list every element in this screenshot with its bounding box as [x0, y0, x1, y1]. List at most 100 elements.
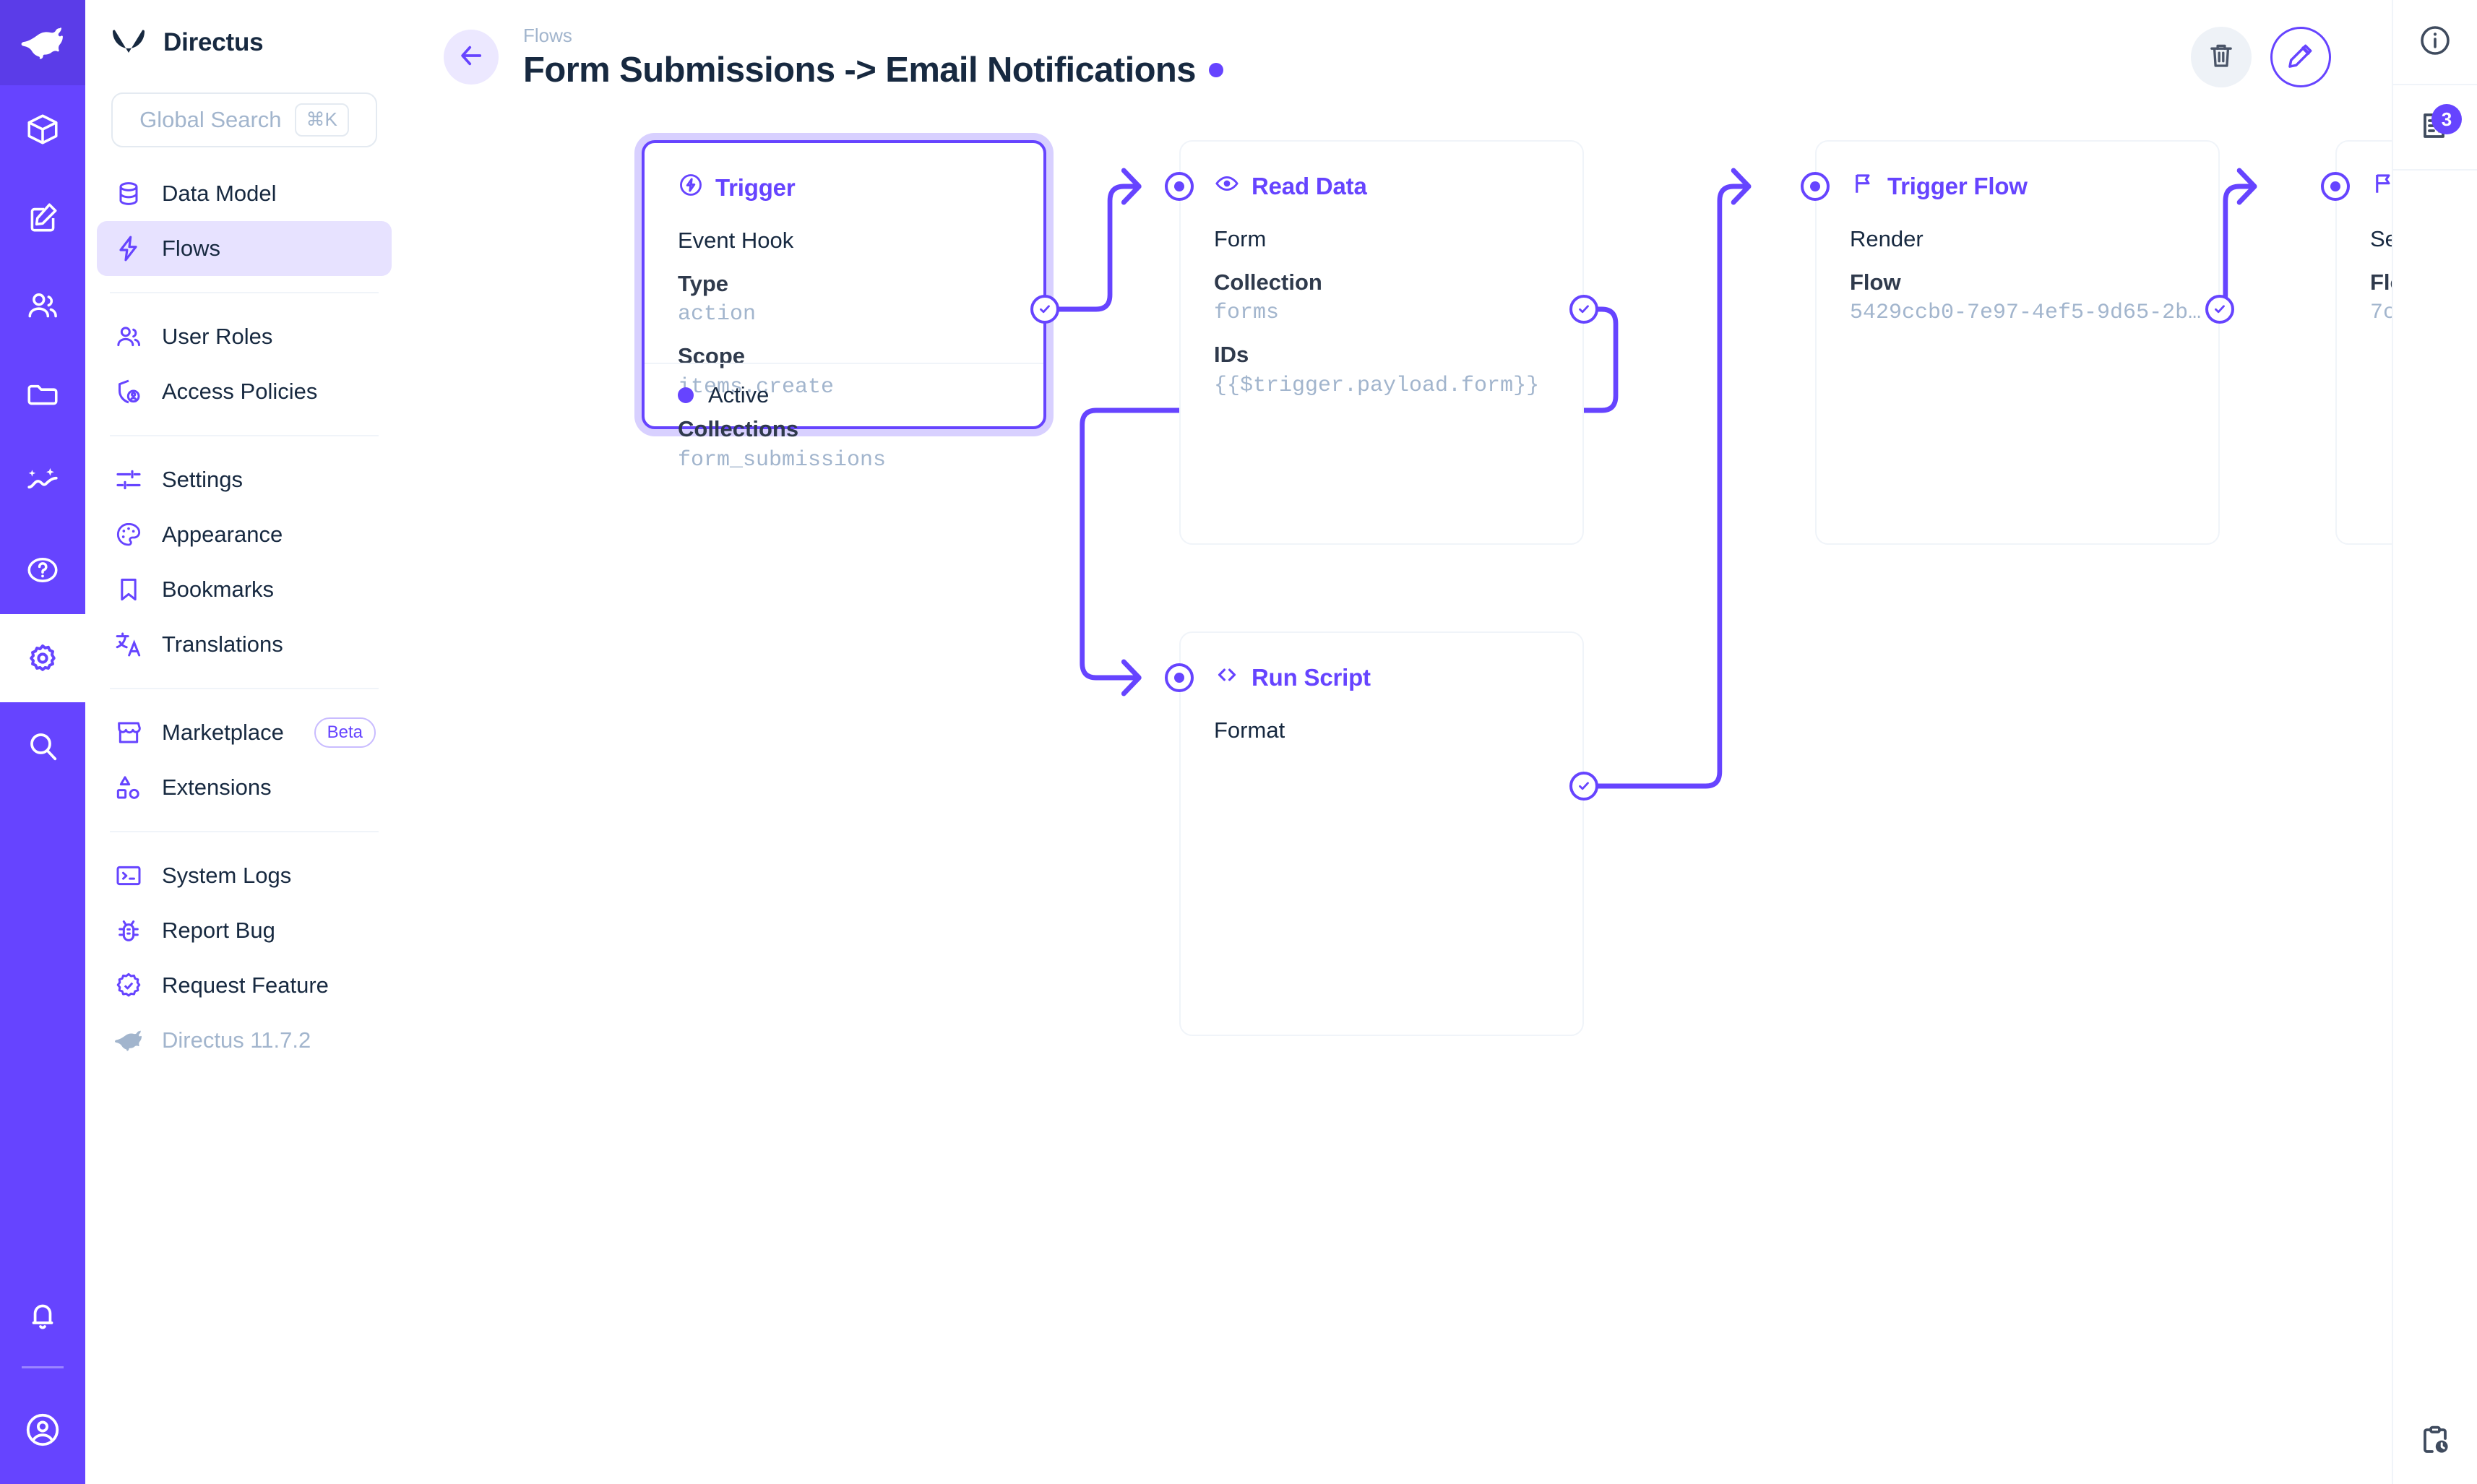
- node-footer: Active: [645, 363, 1043, 426]
- sidebar-item-label: Report Bug: [162, 918, 275, 943]
- node-output-success-handle-trigger[interactable]: [1030, 295, 1059, 324]
- rail-item-users[interactable]: [0, 262, 85, 350]
- bolt-icon: [113, 233, 145, 264]
- terminal-icon: [113, 860, 145, 892]
- active-status-label: Active: [708, 382, 770, 407]
- node-title: Read Data: [1181, 142, 1582, 202]
- node-title: Trigger Flow: [1817, 142, 2218, 202]
- sidebar-item-system-logs[interactable]: System Logs: [97, 848, 392, 903]
- node-title: Trigger: [645, 143, 1043, 204]
- project-header[interactable]: Directus: [85, 0, 403, 85]
- rail-item-account[interactable]: [0, 1376, 85, 1484]
- activity-logs-badge: 3: [2431, 104, 2462, 134]
- flag-icon: [1850, 171, 1876, 202]
- database-icon: [113, 178, 145, 210]
- node-output-success-handle-read-data[interactable]: [1569, 295, 1598, 324]
- sidebar-item-access-policies[interactable]: Access Policies: [97, 364, 392, 419]
- edit-flow-button[interactable]: [2270, 27, 2331, 87]
- delete-flow-button[interactable]: [2191, 27, 2252, 87]
- node-title: Run Script: [1181, 633, 1582, 694]
- module-rail: [0, 0, 85, 1484]
- node-input-handle-run-script[interactable]: [1165, 663, 1194, 692]
- node-body: Form Collection forms IDs {{$trigger.pay…: [1181, 202, 1582, 402]
- flow-node-trigger-flow-render[interactable]: Trigger Flow Render Flow 5429ccb0-7e97-4…: [1815, 140, 2220, 545]
- nav-divider: [110, 831, 379, 832]
- sidebar-item-label: System Logs: [162, 863, 292, 888]
- active-status-dot: [678, 387, 694, 403]
- flag-icon: [2370, 171, 2392, 202]
- node-input-handle-trigger-flow-send[interactable]: [2321, 172, 2350, 201]
- sidebar-item-request-feature[interactable]: Request Feature: [97, 958, 392, 1013]
- gear-icon: [25, 640, 61, 676]
- node-output-success-handle-trigger-flow-render[interactable]: [2205, 295, 2234, 324]
- field-key: Collection: [1214, 269, 1322, 295]
- sidebar-item-label: Flows: [162, 236, 220, 261]
- info-sidebar-button[interactable]: [2392, 0, 2477, 85]
- sidebar-item-flows[interactable]: Flows: [97, 221, 392, 276]
- node-title: Trigger Flow: [2337, 142, 2392, 202]
- flow-logs-button[interactable]: [2392, 1399, 2477, 1484]
- flow-node-read-data[interactable]: Read Data Form Collection forms IDs {{$t…: [1179, 140, 1584, 545]
- node-input-handle-trigger-flow-render[interactable]: [1801, 172, 1830, 201]
- sidebar-item-settings[interactable]: Settings: [97, 452, 392, 507]
- rail-item-docs[interactable]: [0, 526, 85, 614]
- breadcrumb[interactable]: Flows: [523, 25, 572, 47]
- nav-divider: [110, 688, 379, 689]
- sidebar-item-label: Request Feature: [162, 972, 329, 998]
- field-key: Scope: [678, 343, 746, 369]
- rail-item-search[interactable]: [0, 702, 85, 790]
- right-sidebar-spacer: [2393, 171, 2477, 1399]
- sidebar-item-marketplace[interactable]: Marketplace Beta: [97, 705, 392, 760]
- bolt-circle-icon: [678, 172, 704, 204]
- clipboard-clock-icon: [2418, 1423, 2452, 1461]
- node-input-handle-read-data[interactable]: [1165, 172, 1194, 201]
- shield-person-icon: [113, 376, 145, 407]
- code-brackets-icon: [1214, 662, 1240, 694]
- sidebar-item-label: Bookmarks: [162, 577, 275, 602]
- rail-divider: [22, 1366, 64, 1368]
- nav-group-data: Data Model Flows: [85, 166, 403, 276]
- flow-node-trigger[interactable]: Trigger Event Hook Type action Scope ite…: [642, 140, 1046, 473]
- rail-item-notifications[interactable]: [0, 1271, 85, 1359]
- node-output-success-handle-run-script[interactable]: [1569, 772, 1598, 801]
- field-value: 5429ccb0-7e97-4ef5-9d65-2b…: [1850, 300, 2202, 325]
- verified-badge-icon: [113, 970, 145, 1001]
- sidebar-item-extensions[interactable]: Extensions: [97, 760, 392, 815]
- flow-canvas[interactable]: Trigger Event Hook Type action Scope ite…: [403, 114, 2392, 1484]
- node-body: Send Flow 7c8732cd-9d9e-44be: [2337, 202, 2392, 329]
- rail-item-editor[interactable]: [0, 173, 85, 262]
- bell-icon: [25, 1297, 61, 1333]
- back-button[interactable]: [444, 30, 499, 85]
- arrow-left-icon: [456, 40, 486, 74]
- rail-item-insights[interactable]: [0, 438, 85, 526]
- activity-logs-button[interactable]: 3: [2392, 85, 2477, 171]
- flow-node-run-script[interactable]: Run Script Format: [1179, 631, 1584, 1036]
- pencil-icon: [2286, 40, 2316, 74]
- global-search-input[interactable]: Global Search ⌘K: [111, 92, 377, 147]
- node-title-label: Read Data: [1252, 173, 1367, 199]
- title-block: Flows Form Submissions -> Email Notifica…: [523, 24, 1223, 90]
- rail-item-content[interactable]: [0, 85, 85, 173]
- sidebar-item-report-bug[interactable]: Report Bug: [97, 903, 392, 958]
- field-value: 7c8732cd-9d9e-44be: [2370, 300, 2392, 325]
- rail-item-settings[interactable]: [0, 614, 85, 702]
- nav-group-settings: Settings Appearance Bookmarks Translatio…: [85, 452, 403, 672]
- sidebar-item-translations[interactable]: Translations: [97, 617, 392, 672]
- right-sidebar: 3: [2392, 0, 2477, 1484]
- storefront-icon: [113, 717, 145, 749]
- sidebar-item-bookmarks[interactable]: Bookmarks: [97, 562, 392, 617]
- sidebar-item-appearance[interactable]: Appearance: [97, 507, 392, 562]
- sidebar-item-data-model[interactable]: Data Model: [97, 166, 392, 221]
- flow-node-trigger-flow-send[interactable]: Trigger Flow Send Flow 7c8732cd-9d9e-44b…: [2335, 140, 2392, 545]
- box-icon: [25, 111, 61, 147]
- rail-item-files[interactable]: [0, 350, 85, 438]
- account-circle-icon: [23, 1410, 62, 1449]
- marketplace-beta-badge: Beta: [314, 717, 376, 749]
- node-subtitle: Render: [1850, 226, 1924, 251]
- sidebar-item-label: Translations: [162, 631, 283, 657]
- field-key: IDs: [1214, 342, 1249, 368]
- sidebar-item-user-roles[interactable]: User Roles: [97, 309, 392, 364]
- directus-rabbit-logo[interactable]: [0, 0, 85, 85]
- translate-icon: [113, 629, 145, 660]
